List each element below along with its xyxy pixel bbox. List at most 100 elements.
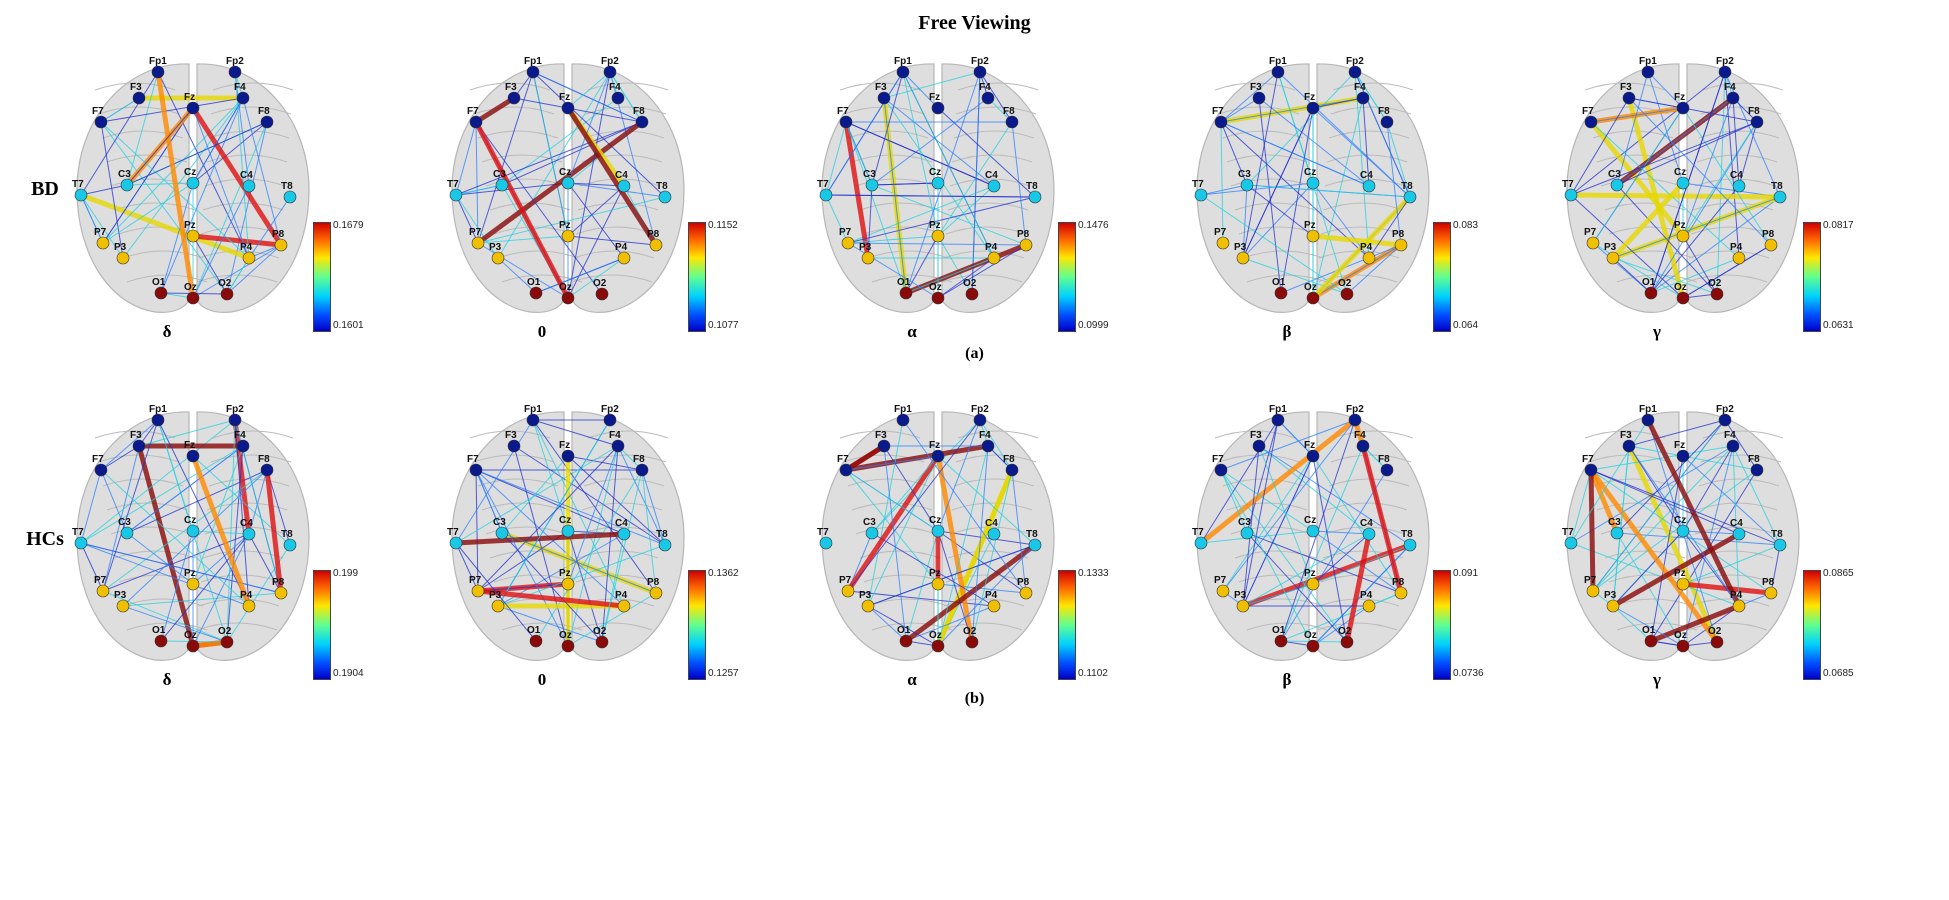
electrode-node	[981, 439, 995, 453]
electrode-node	[931, 176, 945, 190]
electrode-node	[1606, 251, 1620, 265]
electrode-label: O2	[1708, 626, 1722, 637]
connectivity-edge	[845, 121, 907, 294]
electrode-label: C4	[615, 518, 628, 529]
connectivity-edge	[1277, 419, 1314, 457]
connectivity-edge	[138, 419, 236, 447]
connectivity-edge	[1611, 181, 1685, 260]
electrode-label: P8	[1762, 577, 1775, 588]
colorbar-max: 0.1152	[708, 220, 738, 231]
electrode-node	[491, 599, 505, 613]
edges	[1570, 418, 1781, 647]
electrode-node	[899, 286, 913, 300]
connectivity-edge	[1242, 533, 1370, 607]
electrode-label: Fz	[929, 92, 940, 103]
electrode-label: F3	[875, 82, 887, 93]
electrode-label: F3	[1620, 430, 1632, 441]
connectivity-edge	[1242, 257, 1348, 295]
connectivity-edge	[234, 71, 250, 187]
connectivity-edge	[1312, 530, 1370, 535]
edges	[80, 71, 291, 299]
connectivity-edge	[100, 419, 159, 471]
electrode-label: F7	[1212, 454, 1224, 465]
connectivity-edge	[100, 469, 128, 534]
electrode-label: C3	[1238, 169, 1251, 180]
connectivity-edge	[609, 71, 643, 123]
connectivity-edge	[1682, 530, 1740, 535]
electrode-node	[1726, 439, 1740, 453]
connectivity-edge	[513, 97, 643, 123]
electrode-node	[1306, 229, 1320, 243]
edges	[455, 419, 666, 647]
connectivity-edge	[475, 469, 569, 647]
electrode-label: F3	[130, 82, 142, 93]
electrode-node	[1676, 291, 1690, 305]
electrode-label: Fz	[559, 92, 570, 103]
electrode-node	[1005, 115, 1019, 129]
electrode-label: P7	[469, 575, 482, 586]
connectivity-edge	[1280, 469, 1388, 642]
connectivity-edge	[475, 469, 666, 546]
connectivity-edge	[1570, 419, 1649, 544]
electrode-label: F8	[1378, 106, 1390, 117]
connectivity-edge	[477, 530, 569, 592]
electrode-label: C3	[863, 169, 876, 180]
connectivity-edge	[1616, 532, 1781, 546]
connectivity-edge	[497, 257, 537, 294]
connectivity-edge	[1312, 530, 1402, 594]
electrode-node	[1236, 251, 1250, 265]
connectivity-edge	[532, 71, 666, 198]
electrode-label: T8	[281, 529, 293, 540]
electrode-node	[841, 584, 855, 598]
edges	[825, 71, 1036, 299]
connectivity-edge	[567, 530, 603, 643]
connectivity-edge	[601, 469, 643, 643]
electrode-node	[1252, 439, 1266, 453]
electrode-node	[1240, 526, 1254, 540]
connectivity-edge	[937, 530, 973, 643]
connectivity-edge	[1220, 469, 1314, 532]
electrode-label: F7	[1582, 106, 1594, 117]
connectivity-edge	[1220, 121, 1224, 244]
connectivity-edge	[867, 455, 939, 607]
connectivity-edge	[567, 71, 611, 109]
connectivity-edge	[871, 532, 995, 607]
electrode-node	[931, 639, 945, 653]
connectivity-edge	[80, 542, 250, 607]
connectivity-edge	[883, 97, 995, 187]
connectivity-edge	[157, 419, 194, 532]
band-label: β	[1282, 670, 1292, 689]
colorbar-max: 0.199	[333, 568, 359, 579]
connectivity-edge	[1650, 185, 1740, 294]
electrode-label: T7	[817, 179, 829, 190]
connectivity-edge	[501, 532, 603, 643]
electrode-label: T8	[1401, 529, 1413, 540]
electrode-label: O2	[593, 626, 607, 637]
sublabel-a: (a)	[965, 345, 984, 362]
electrode-label: Cz	[1304, 515, 1316, 526]
connectivity-edge	[937, 544, 1036, 647]
connectivity-edge	[902, 419, 1027, 594]
electrode-label: P7	[94, 227, 107, 238]
electrode-node	[561, 577, 575, 591]
connectivity-edge	[1612, 605, 1652, 642]
connectivity-edge	[1242, 542, 1411, 609]
colorbar	[1803, 222, 1821, 332]
colorbar-max: 0.091	[1453, 568, 1479, 579]
electrode-node	[561, 101, 575, 115]
electrode-label: Fz	[1674, 440, 1685, 451]
electrode-label: P7	[1214, 575, 1227, 586]
electrode-label: Pz	[929, 220, 941, 231]
connectivity-edge	[1626, 444, 1720, 644]
connectivity-edge	[979, 71, 1013, 123]
connectivity-edge	[567, 445, 619, 585]
connectivity-edge	[935, 455, 975, 643]
connectivity-edge	[190, 106, 284, 247]
colorbar-max: 0.1476	[1078, 220, 1109, 231]
electrode-label: F3	[505, 430, 517, 441]
electrode-node	[931, 229, 945, 243]
connectivity-edge	[1682, 121, 1758, 237]
